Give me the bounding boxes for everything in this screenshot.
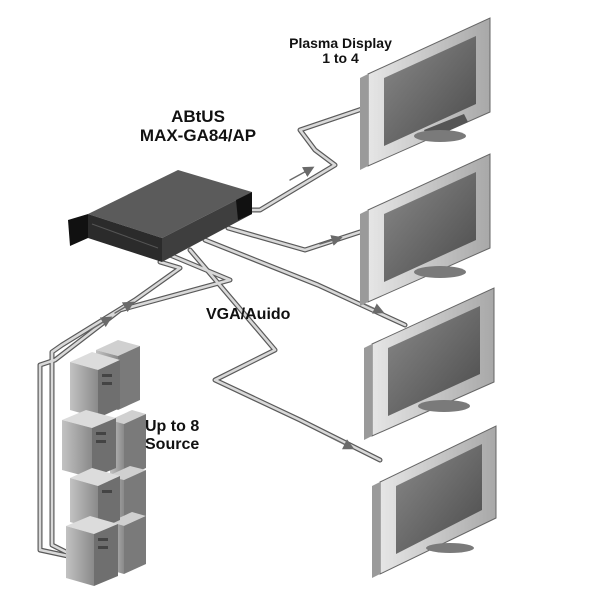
- source-label-line1: Up to 8: [145, 418, 200, 435]
- cable-group: [37, 105, 408, 559]
- tower-icon: [70, 352, 120, 418]
- tower-icon: [62, 410, 116, 478]
- source-label-line2: Source: [145, 435, 200, 453]
- arrow-icon: [114, 301, 135, 314]
- source-towers: [62, 340, 146, 586]
- cable-label: VGA/Auido: [206, 306, 291, 323]
- source-label: Up to 8 Source: [145, 418, 199, 453]
- display-label-line2: 1 to 4: [322, 50, 359, 67]
- display-1: [360, 17, 491, 170]
- arrow-icon: [289, 166, 315, 181]
- display-2: [360, 153, 491, 306]
- device-label: ABtUS MAX-GA84/AP: [118, 107, 278, 145]
- arrow-icon: [89, 316, 113, 331]
- switch-device: [68, 170, 252, 262]
- tower-icon: [66, 516, 118, 586]
- arrow-icon: [329, 436, 355, 450]
- device-label-line2: MAX-GA84/AP: [139, 125, 257, 145]
- display-3: [364, 287, 495, 440]
- display-4: [372, 425, 497, 578]
- display-label-line1: Plasma Display: [289, 35, 392, 51]
- arrow-icon: [319, 235, 343, 246]
- device-label-line1: ABtUS: [171, 107, 225, 126]
- display-label: Plasma Display 1 to 4: [268, 35, 413, 67]
